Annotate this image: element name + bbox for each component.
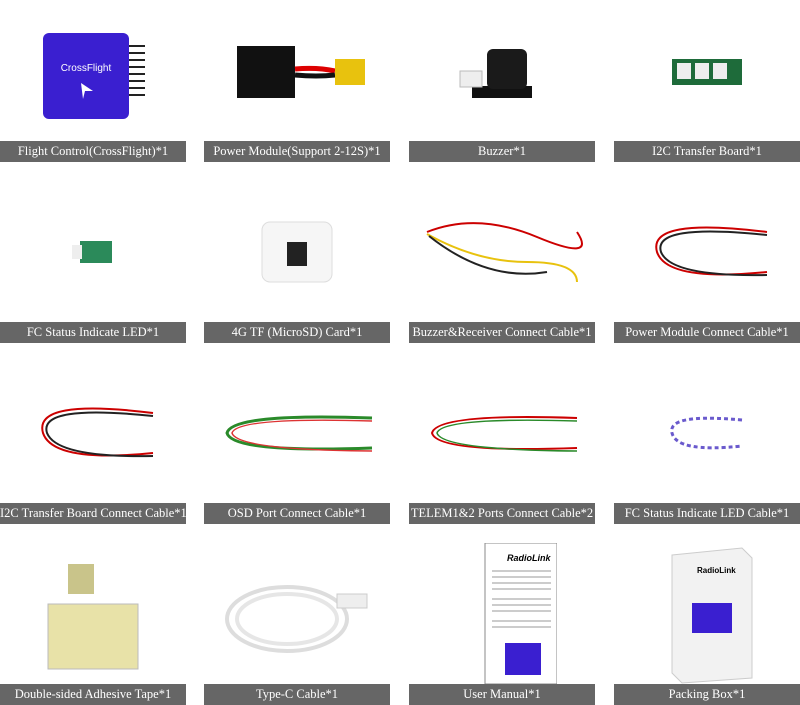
item-flight-control: CrossFlight Flight Control(CrossFlight)*… xyxy=(0,0,186,162)
item-i2c-board: I2C Transfer Board*1 xyxy=(614,0,800,162)
typec-cable-image xyxy=(204,543,390,684)
user-manual-image: RadioLink xyxy=(409,543,595,684)
item-caption: Type-C Cable*1 xyxy=(204,684,390,705)
telem-cable-image xyxy=(409,362,595,503)
item-buzzer-receiver-cable: Buzzer&Receiver Connect Cable*1 xyxy=(409,181,595,343)
item-caption: FC Status Indicate LED*1 xyxy=(0,322,186,343)
item-caption: I2C Transfer Board*1 xyxy=(614,141,800,162)
item-caption: Buzzer&Receiver Connect Cable*1 xyxy=(409,322,595,343)
item-caption: TELEM1&2 Ports Connect Cable*2 xyxy=(409,503,595,524)
item-buzzer: Buzzer*1 xyxy=(409,0,595,162)
svg-text:RadioLink: RadioLink xyxy=(697,566,736,575)
svg-text:RadioLink: RadioLink xyxy=(507,553,551,563)
i2c-cable-image xyxy=(0,362,186,503)
item-caption: 4G TF (MicroSD) Card*1 xyxy=(204,322,390,343)
power-module-cable-image xyxy=(614,181,800,322)
item-fc-led-cable: FC Status Indicate LED Cable*1 xyxy=(614,362,800,524)
item-tf-card: 4G TF (MicroSD) Card*1 xyxy=(204,181,390,343)
item-power-module: Power Module(Support 2-12S)*1 xyxy=(204,0,390,162)
item-power-module-cable: Power Module Connect Cable*1 xyxy=(614,181,800,343)
item-fc-led: FC Status Indicate LED*1 xyxy=(0,181,186,343)
tf-card-image xyxy=(204,181,390,322)
item-caption: Packing Box*1 xyxy=(614,684,800,705)
packing-box-image: RadioLink xyxy=(614,543,800,684)
item-i2c-cable: I2C Transfer Board Connect Cable*1 xyxy=(0,362,186,524)
item-typec-cable: Type-C Cable*1 xyxy=(204,543,390,705)
fc-led-image xyxy=(0,181,186,322)
svg-text:CrossFlight: CrossFlight xyxy=(61,63,112,74)
item-caption: User Manual*1 xyxy=(409,684,595,705)
fc-led-cable-image xyxy=(614,362,800,503)
buzzer-receiver-cable-image xyxy=(409,181,595,322)
item-osd-cable: OSD Port Connect Cable*1 xyxy=(204,362,390,524)
item-caption: Buzzer*1 xyxy=(409,141,595,162)
item-packing-box: RadioLink Packing Box*1 xyxy=(614,543,800,705)
item-caption: FC Status Indicate LED Cable*1 xyxy=(614,503,800,524)
flight-control-image: CrossFlight xyxy=(0,0,186,141)
item-caption: Flight Control(CrossFlight)*1 xyxy=(0,141,186,162)
osd-cable-image xyxy=(204,362,390,503)
item-caption: Power Module Connect Cable*1 xyxy=(614,322,800,343)
i2c-board-image xyxy=(614,0,800,141)
item-caption: Power Module(Support 2-12S)*1 xyxy=(204,141,390,162)
power-module-image xyxy=(204,0,390,141)
item-telem-cable: TELEM1&2 Ports Connect Cable*2 xyxy=(409,362,595,524)
item-caption: OSD Port Connect Cable*1 xyxy=(204,503,390,524)
item-user-manual: RadioLink User Manual*1 xyxy=(409,543,595,705)
adhesive-tape-image xyxy=(0,543,186,684)
item-adhesive-tape: Double-sided Adhesive Tape*1 xyxy=(0,543,186,705)
buzzer-image xyxy=(409,0,595,141)
item-caption: Double-sided Adhesive Tape*1 xyxy=(0,684,186,705)
item-caption: I2C Transfer Board Connect Cable*1 xyxy=(0,503,186,524)
